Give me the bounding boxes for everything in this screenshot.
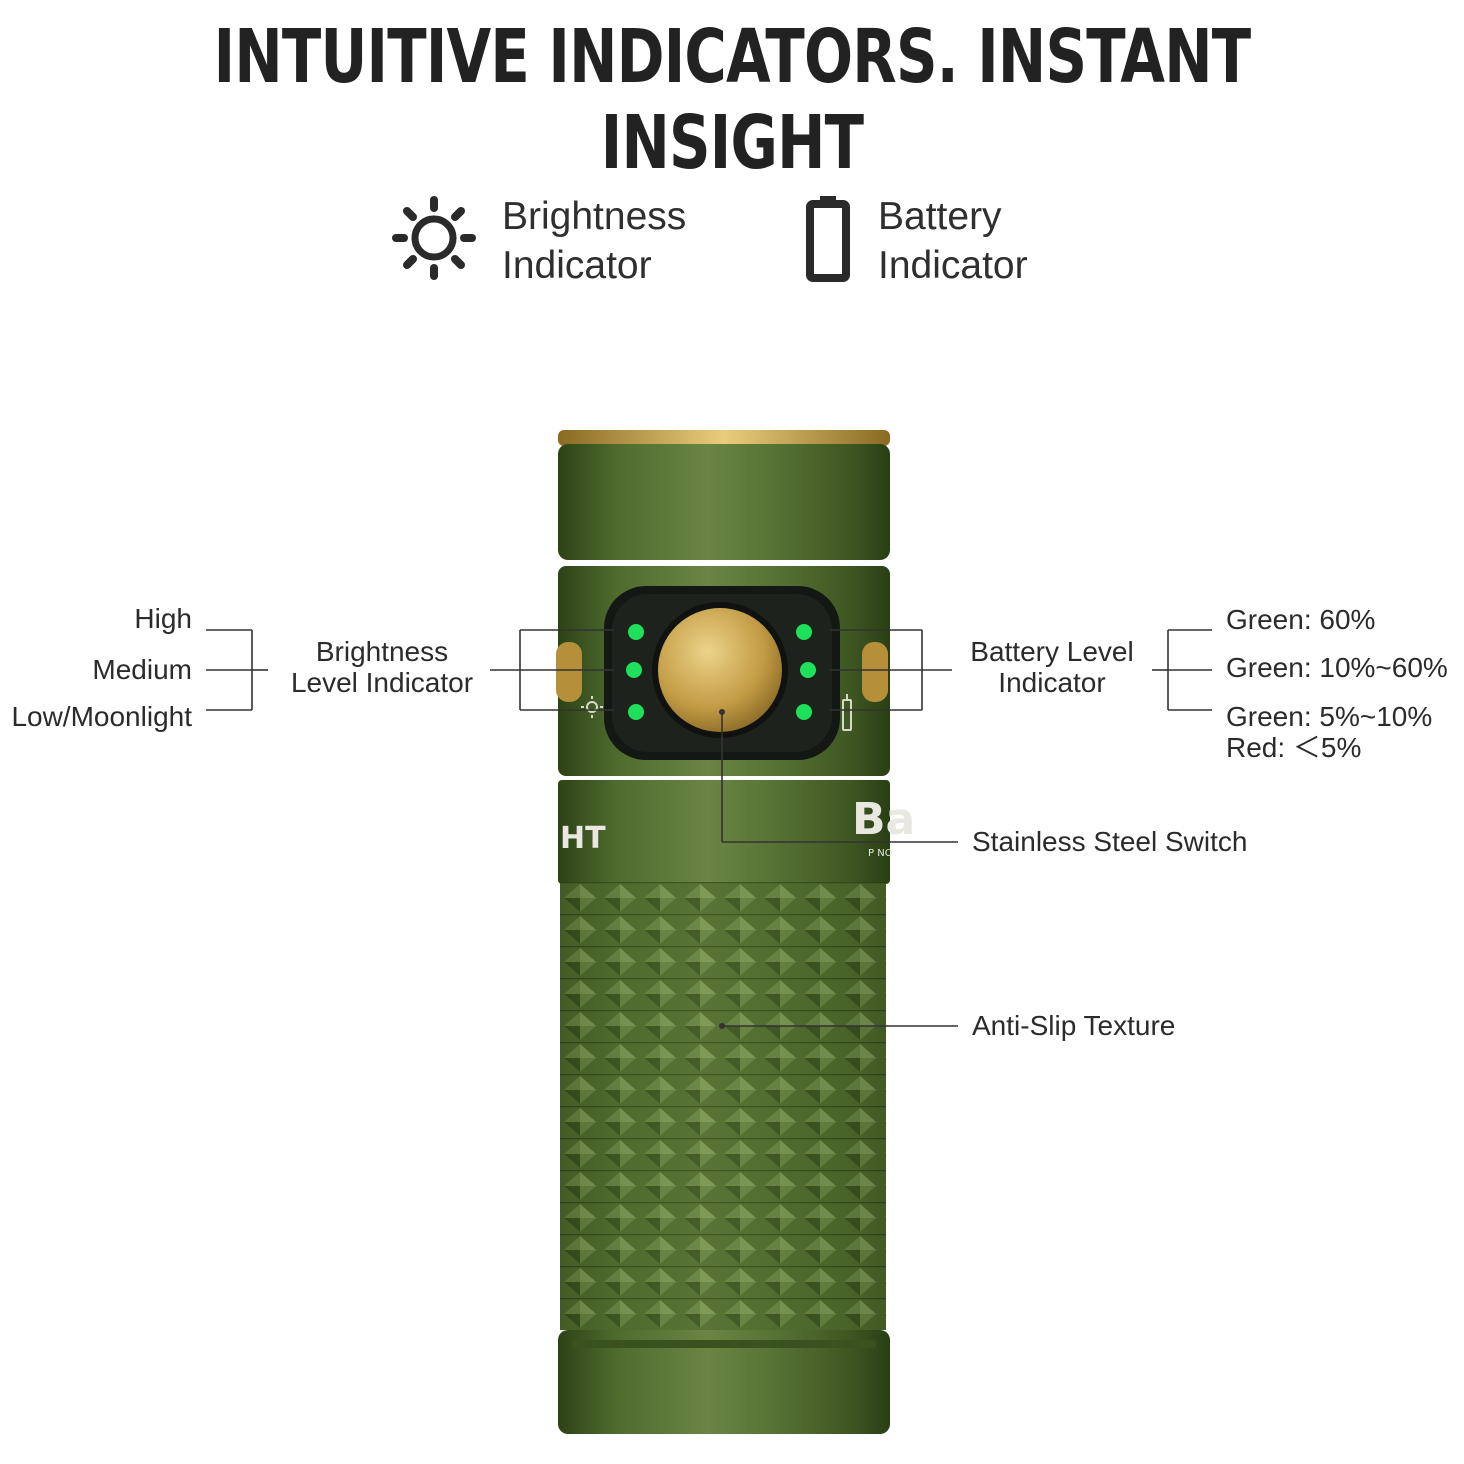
side-tab-right xyxy=(862,642,888,702)
brightness-leds xyxy=(626,624,644,720)
battery-legend-line1: Battery xyxy=(878,195,1002,238)
battery-level-red-label: Red: ＜5% xyxy=(1226,732,1362,763)
brightness-level-indicator-label: Brightness Level Indicator xyxy=(276,636,488,698)
engraved-small-mark: P NO xyxy=(868,848,893,859)
page-title: INTUITIVE INDICATORS. INSTANT INSIGHT xyxy=(213,14,1251,186)
battery-level-60-label: Green: 60% xyxy=(1226,604,1376,635)
engraved-brand-left: HT xyxy=(560,821,606,856)
brightness-led-high xyxy=(628,624,644,640)
brightness-legend-line2: Indicator xyxy=(502,244,652,287)
battery-indicator-legend: Battery Indicator xyxy=(878,192,1028,290)
engraved-battery-icon xyxy=(842,694,852,731)
battery-level-10-60-label: Green: 10%~60% xyxy=(1226,652,1448,683)
side-tab-left xyxy=(556,642,582,702)
callout-lines xyxy=(206,629,1212,1027)
brightness-led-medium xyxy=(626,662,642,678)
sun-icon xyxy=(392,196,476,280)
flashlight-head xyxy=(558,444,890,560)
battery-led-60 xyxy=(796,624,812,640)
stainless-steel-switch-label: Stainless Steel Switch xyxy=(972,826,1248,857)
battery-led-5-10 xyxy=(796,704,812,720)
battery-level-5-10-label: Green: 5%~10% xyxy=(1226,701,1433,732)
battery-legend-line2: Indicator xyxy=(878,244,1028,287)
battery-level-line1: Battery Level xyxy=(970,636,1134,667)
brightness-indicator-legend: Brightness Indicator xyxy=(502,192,686,290)
battery-leds xyxy=(796,624,816,720)
brightness-legend-line1: Brightness xyxy=(502,195,687,238)
battery-level-line2: Indicator xyxy=(998,667,1106,698)
brightness-led-low xyxy=(628,704,644,720)
battery-led-10-60 xyxy=(800,662,816,678)
brightness-level-line2: Level Indicator xyxy=(290,667,474,698)
body-tube xyxy=(558,780,890,884)
level-medium-label: Medium xyxy=(92,654,192,685)
brass-bezel xyxy=(558,430,890,446)
battery-level-indicator-label: Battery Level Indicator xyxy=(956,636,1148,698)
battery-icon xyxy=(806,196,850,282)
level-low-label: Low/Moonlight xyxy=(11,701,192,732)
brightness-level-line1: Brightness xyxy=(315,636,449,667)
anti-slip-texture-label: Anti-Slip Texture xyxy=(972,1010,1176,1041)
engraved-sun-icon xyxy=(581,696,603,718)
level-high-label: High xyxy=(134,603,192,634)
tail-cap xyxy=(558,1330,890,1434)
engraved-brand-right: Ba xyxy=(852,794,915,845)
